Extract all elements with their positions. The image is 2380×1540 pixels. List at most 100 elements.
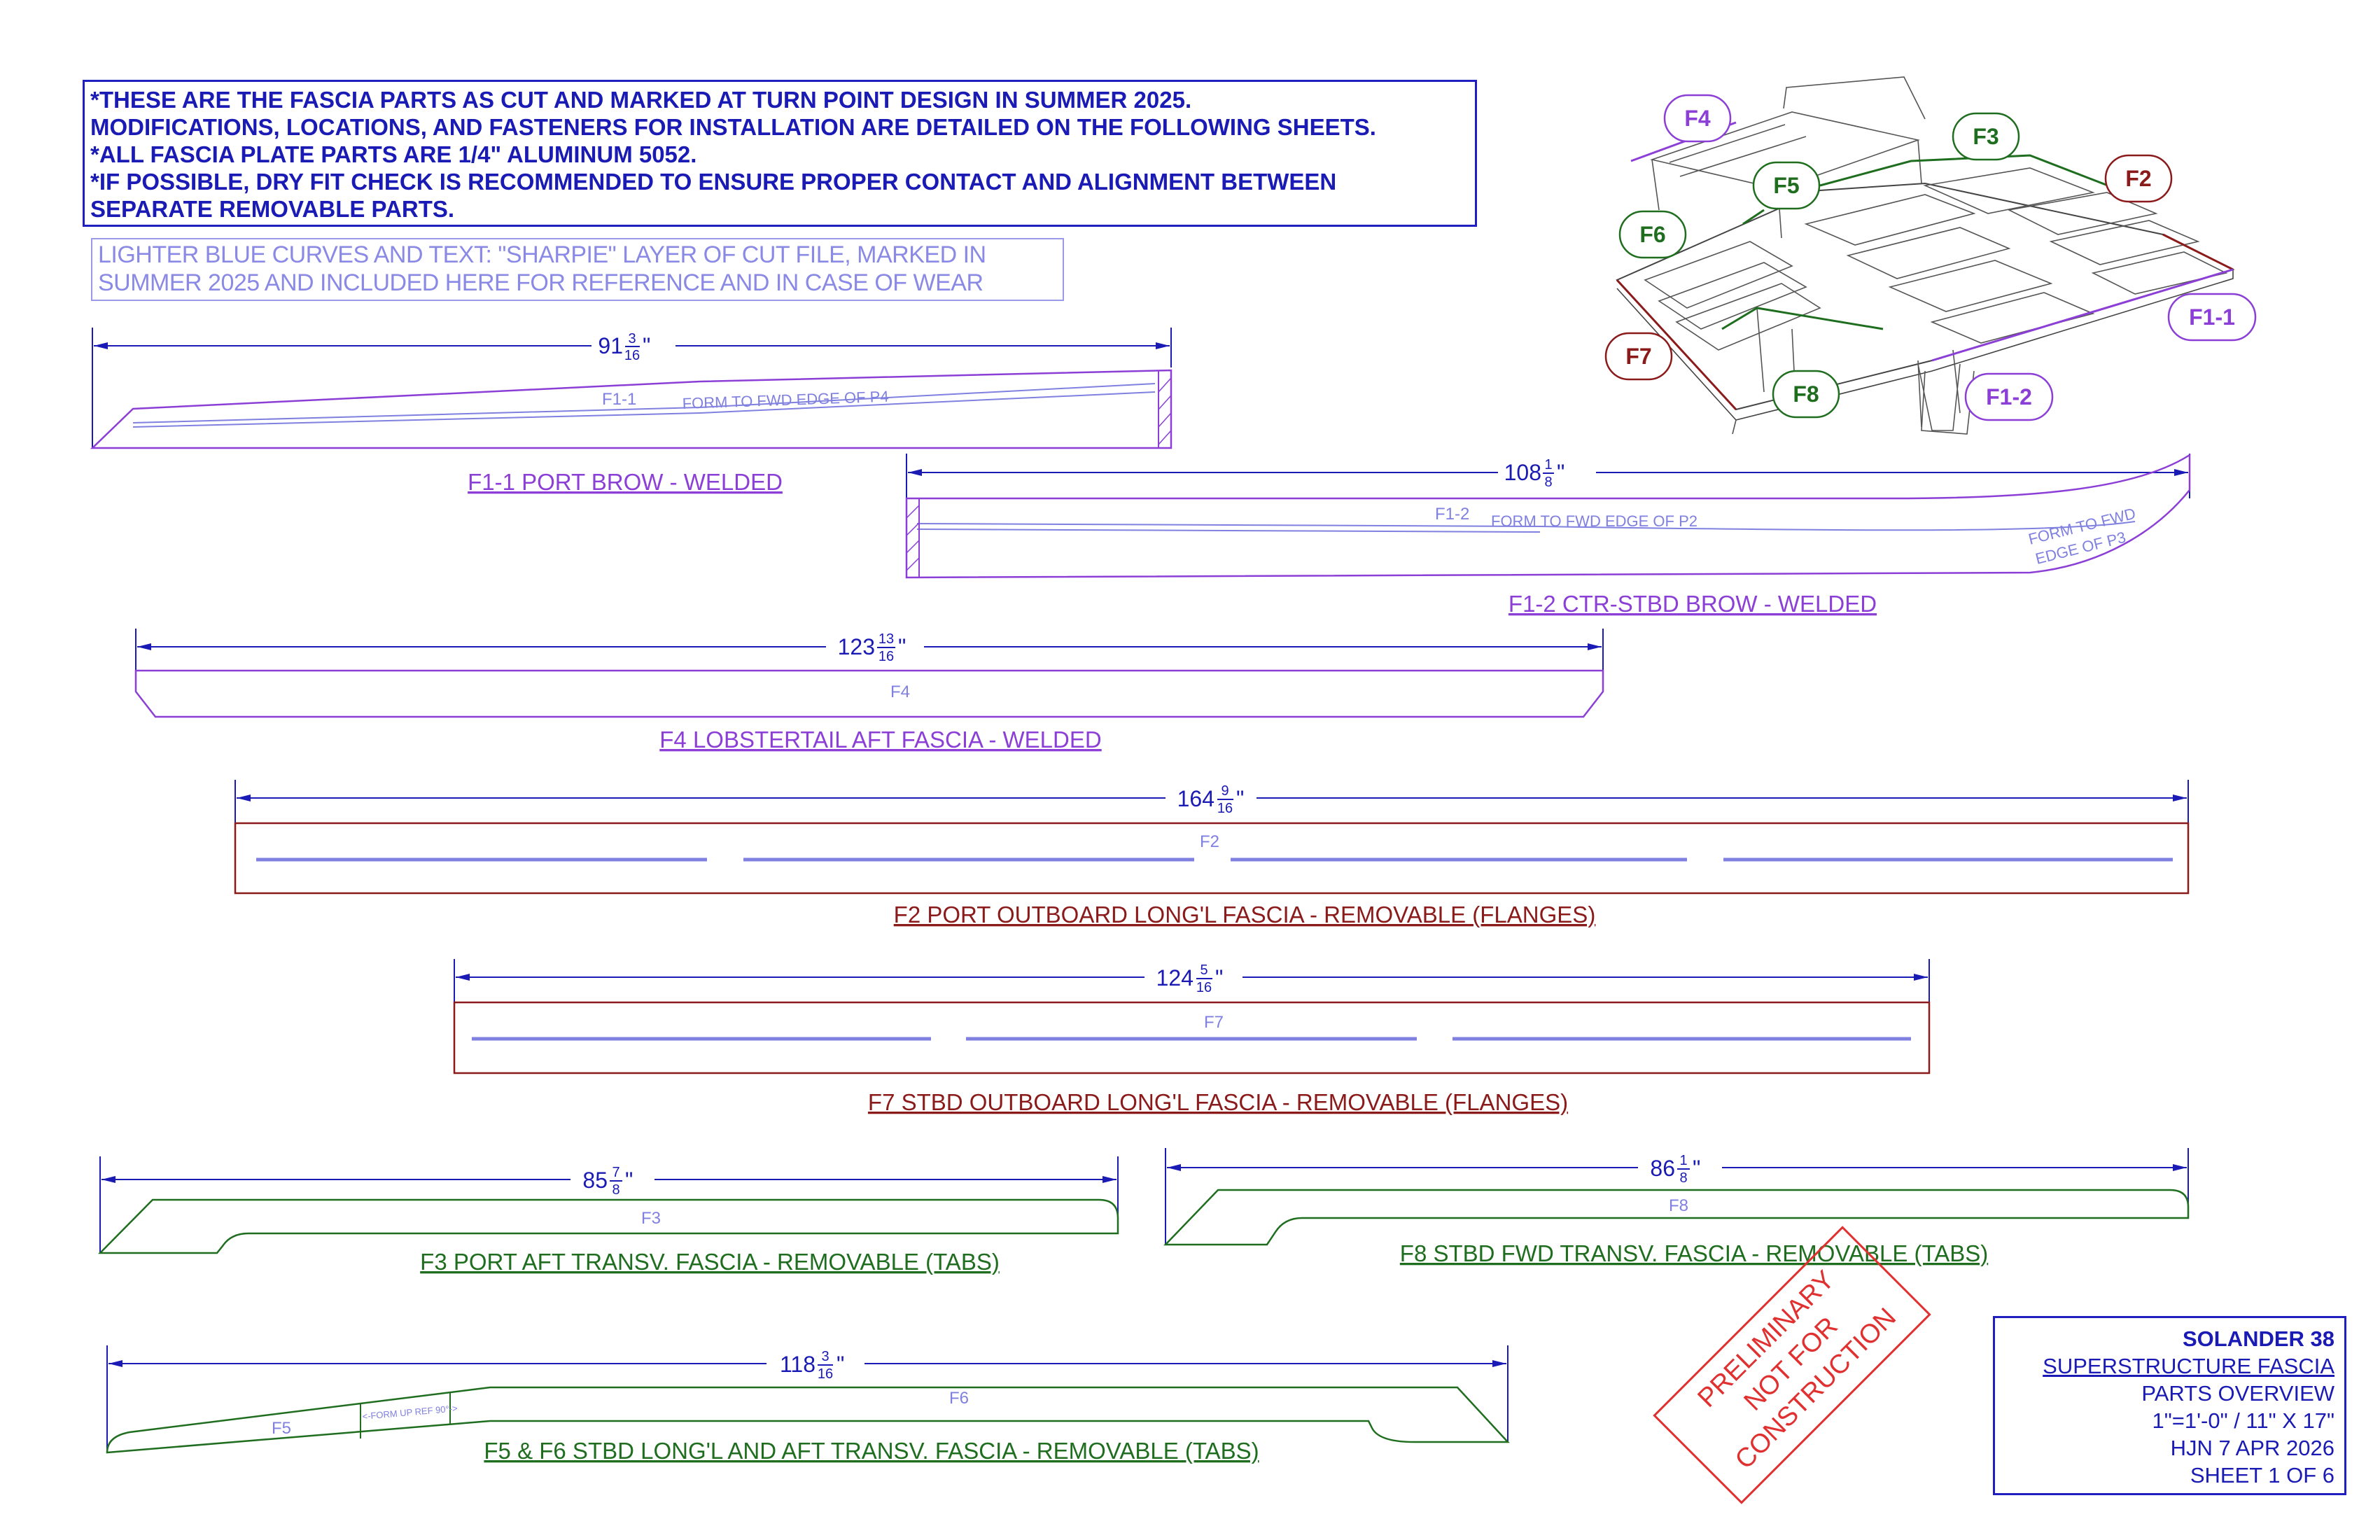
caption-f7: F7 STBD OUTBOARD LONG'L FASCIA - REMOVAB… xyxy=(868,1089,1568,1115)
note-line-2: MODIFICATIONS, LOCATIONS, AND FASTENERS … xyxy=(90,114,1376,140)
caption-f1-1: F1-1 PORT BROW - WELDED xyxy=(468,469,783,495)
sharpie-mark-f5: F5 xyxy=(272,1419,291,1438)
dimension-f1-1-num: 3 xyxy=(628,331,636,346)
svg-text:F6: F6 xyxy=(1639,222,1665,247)
svg-text:": " xyxy=(625,1168,633,1193)
sharpie-mark-f4: F4 xyxy=(890,682,910,701)
sharpie-mark-f1-2: F1-2 xyxy=(1435,505,1469,524)
plate-outline-f4 xyxy=(134,669,1604,718)
dimension-f3-num: 7 xyxy=(612,1165,620,1180)
title-block-scale: 1"=1'-0" / 11" X 17" xyxy=(2152,1408,2335,1433)
svg-text:": " xyxy=(898,634,906,659)
note-line-1: *THESE ARE THE FASCIA PARTS AS CUT AND M… xyxy=(90,87,1192,113)
dimension-f7-whole: 124 xyxy=(1156,965,1194,990)
plate-outline-f3 xyxy=(98,1198,1119,1254)
part-f8: 86 1 8 " F8 F8 STBD FWD TRANSV. FASCIA -… xyxy=(1163,1148,2190,1266)
sharpie-note-f1-2: FORM TO FWD EDGE OF P2 xyxy=(1491,512,1698,530)
dimension-f7-num: 5 xyxy=(1200,962,1208,978)
svg-text:F3: F3 xyxy=(1973,124,1998,149)
sharpie-mark-f1-1: F1-1 xyxy=(602,390,636,409)
sharpie-layer-legend: LIGHTER BLUE CURVES AND TEXT: "SHARPIE" … xyxy=(91,238,1064,301)
part-f3: 85 7 8 " F3 F3 PORT AFT TRANSV. FASCIA -… xyxy=(98,1156,1119,1275)
sharpie-mark-f3: F3 xyxy=(641,1209,661,1228)
part-f7: 124 5 16 " F7 F7 STBD OUTBOARD LONG'L FA… xyxy=(453,959,1931,1115)
title-block: SOLANDER 38 SUPERSTRUCTURE FASCIA PARTS … xyxy=(1993,1316,2346,1495)
dimension-f2-num: 9 xyxy=(1221,783,1228,799)
title-block-subject: SUPERSTRUCTURE FASCIA xyxy=(2043,1354,2334,1378)
sharpie-note-f5-f6: <-FORM UP REF 90°-> xyxy=(362,1403,458,1422)
svg-text:": " xyxy=(1557,460,1564,485)
svg-text:F2: F2 xyxy=(2125,166,2151,191)
dimension-f8-whole: 86 xyxy=(1650,1156,1675,1181)
callout-f7: F7 xyxy=(1604,332,1673,381)
svg-text:": " xyxy=(1693,1156,1700,1181)
plate-outline-f1-2 xyxy=(905,453,2191,579)
note-line-3: *ALL FASCIA PLATE PARTS ARE 1/4" ALUMINU… xyxy=(90,141,697,167)
callout-f2: F2 xyxy=(2104,154,2173,203)
caption-f5-f6: F5 & F6 STBD LONG'L AND AFT TRANSV. FASC… xyxy=(484,1438,1259,1464)
caption-f2: F2 PORT OUTBOARD LONG'L FASCIA - REMOVAB… xyxy=(894,902,1596,927)
dimension-f4-whole: 123 xyxy=(838,634,875,659)
caption-f3: F3 PORT AFT TRANSV. FASCIA - REMOVABLE (… xyxy=(420,1249,1000,1275)
dimension-f5-f6-num: 3 xyxy=(821,1349,829,1364)
svg-text:F1-1: F1-1 xyxy=(2189,304,2235,330)
dimension-f8-den: 8 xyxy=(1679,1170,1687,1186)
dimension-f8-num: 1 xyxy=(1679,1153,1687,1168)
dimension-f3-whole: 85 xyxy=(582,1168,608,1193)
sharpie-mark-f8: F8 xyxy=(1669,1196,1688,1215)
dimension-f1-2-den: 8 xyxy=(1544,475,1552,490)
sharpie-note-f1-1: FORM TO FWD EDGE OF P4 xyxy=(682,388,889,412)
sharpie-mark-f2: F2 xyxy=(1200,832,1219,851)
dimension-f1-2-whole: 108 xyxy=(1504,460,1541,485)
svg-text:F8: F8 xyxy=(1793,382,1819,407)
svg-text:": " xyxy=(836,1352,844,1377)
caption-f4: F4 LOBSTERTAIL AFT FASCIA - WELDED xyxy=(659,727,1101,752)
part-f5-f6: 118 3 16 " <-FORM UP REF 90°-> F5 F6 F5 … xyxy=(106,1345,1510,1464)
note-line-4: *IF POSSIBLE, DRY FIT CHECK IS RECOMMEND… xyxy=(90,169,1337,195)
note-line-5: SEPARATE REMOVABLE PARTS. xyxy=(90,196,455,222)
callout-f6: F6 xyxy=(1618,210,1687,259)
svg-text:": " xyxy=(643,333,650,358)
plate-outline-f2 xyxy=(234,822,2190,895)
dimension-f1-2-num: 1 xyxy=(1544,457,1552,472)
svg-text:F7: F7 xyxy=(1625,344,1651,369)
svg-text:F5: F5 xyxy=(1773,173,1799,198)
general-notes-box: *THESE ARE THE FASCIA PARTS AS CUT AND M… xyxy=(83,80,1477,227)
dimension-f4-den: 16 xyxy=(878,649,894,664)
plate-outline-f5-f6 xyxy=(106,1386,1510,1454)
part-f2: 164 9 16 " F2 F2 PORT OUTBOARD LONG'L FA… xyxy=(234,780,2190,927)
legend-line-2: SUMMER 2025 AND INCLUDED HERE FOR REFERE… xyxy=(98,270,983,296)
isometric-key-view xyxy=(1616,76,2235,435)
svg-text:": " xyxy=(1215,965,1223,990)
dimension-f5-f6-den: 16 xyxy=(818,1366,833,1382)
callout-f8: F8 xyxy=(1772,370,1840,419)
title-block-project: SOLANDER 38 xyxy=(2182,1326,2334,1351)
svg-text:F4: F4 xyxy=(1684,106,1711,131)
title-block-sheet: SHEET 1 OF 6 xyxy=(2190,1463,2334,1488)
svg-text:F1-2: F1-2 xyxy=(1986,384,2032,410)
caption-f1-2: F1-2 CTR-STBD BROW - WELDED xyxy=(1508,591,1877,617)
svg-text:": " xyxy=(1236,786,1244,811)
callout-f1-2: F1-2 xyxy=(1964,372,2054,421)
caption-f8: F8 STBD FWD TRANSV. FASCIA - REMOVABLE (… xyxy=(1400,1240,1988,1266)
dimension-f1-1-whole: 91 xyxy=(598,333,623,358)
plate-outline-f1-1 xyxy=(90,369,1172,449)
sharpie-mark-f7: F7 xyxy=(1204,1013,1224,1032)
part-f4: 123 13 16 " F4 F4 LOBSTERTAIL AFT FASCIA… xyxy=(134,629,1604,752)
dimension-f3-den: 8 xyxy=(612,1182,620,1198)
dimension-f1-1-den: 16 xyxy=(624,348,640,363)
part-f1-2: 108 1 8 " F1-2 FORM TO FWD EDGE OF P2 FO… xyxy=(905,453,2191,617)
dimension-f2-whole: 164 xyxy=(1177,786,1214,811)
dimension-f7-den: 16 xyxy=(1196,980,1212,995)
title-block-drawn: HJN 7 APR 2026 xyxy=(2170,1436,2334,1460)
preliminary-stamp: PRELIMINARY NOT FOR CONSTRUCTION xyxy=(1653,1226,1931,1504)
callout-f3: F3 xyxy=(1952,112,2020,161)
plate-outline-f8 xyxy=(1163,1189,2190,1246)
callout-f4: F4 xyxy=(1663,94,1732,143)
callout-f5: F5 xyxy=(1752,161,1821,210)
dimension-f5-f6-whole: 118 xyxy=(780,1352,816,1377)
dimension-f4-num: 13 xyxy=(878,631,894,647)
legend-line-1: LIGHTER BLUE CURVES AND TEXT: "SHARPIE" … xyxy=(98,241,986,268)
callout-f1-1: F1-1 xyxy=(2167,293,2257,342)
